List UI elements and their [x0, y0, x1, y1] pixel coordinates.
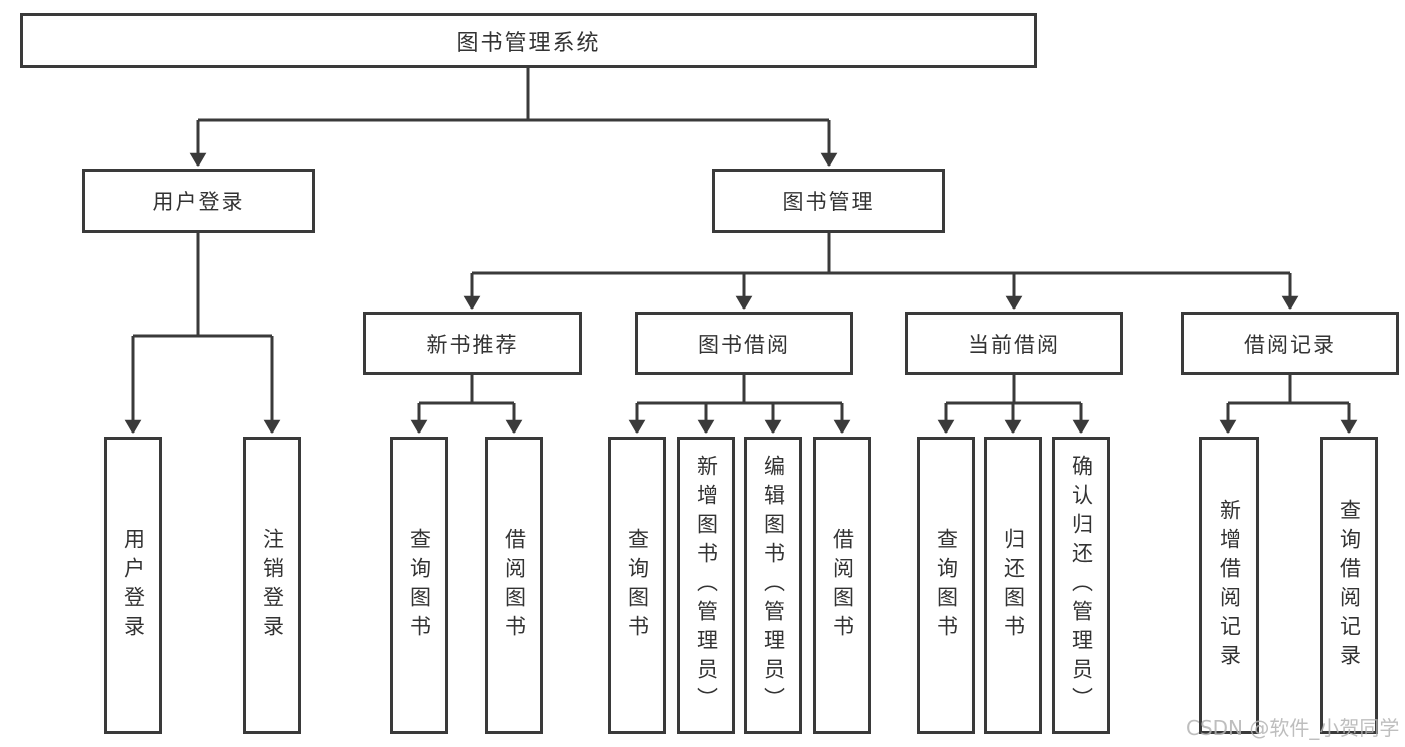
node-library-management-system: 图书管理系统 [20, 13, 1037, 68]
node-leaf-edit-books-admin: 编辑图书（管理员） [744, 437, 802, 734]
node-new-book-recommendation: 新书推荐 [363, 312, 582, 375]
node-leaf-query-books-current: 查询图书 [917, 437, 975, 734]
node-book-borrowing: 图书借阅 [635, 312, 853, 375]
node-leaf-borrow-books: 借阅图书 [813, 437, 871, 734]
node-user-login-branch: 用户登录 [82, 169, 315, 233]
node-leaf-add-books-admin: 新增图书（管理员） [677, 437, 735, 734]
node-leaf-logout: 注销登录 [243, 437, 301, 734]
node-leaf-query-borrow-record: 查询借阅记录 [1320, 437, 1378, 734]
node-leaf-query-books-recommend: 查询图书 [390, 437, 448, 734]
node-leaf-user-login: 用户登录 [104, 437, 162, 734]
node-leaf-borrow-books-recommend: 借阅图书 [485, 437, 543, 734]
node-leaf-return-books: 归还图书 [984, 437, 1042, 734]
node-leaf-query-books-borrowing: 查询图书 [608, 437, 666, 734]
csdn-watermark: CSDN @软件_小贺同学 [1186, 716, 1400, 740]
node-leaf-add-borrow-record: 新增借阅记录 [1199, 437, 1259, 734]
node-book-management-branch: 图书管理 [712, 169, 945, 233]
node-leaf-confirm-return-admin: 确认归还（管理员） [1052, 437, 1110, 734]
node-current-borrowing: 当前借阅 [905, 312, 1123, 375]
node-borrowing-records: 借阅记录 [1181, 312, 1399, 375]
